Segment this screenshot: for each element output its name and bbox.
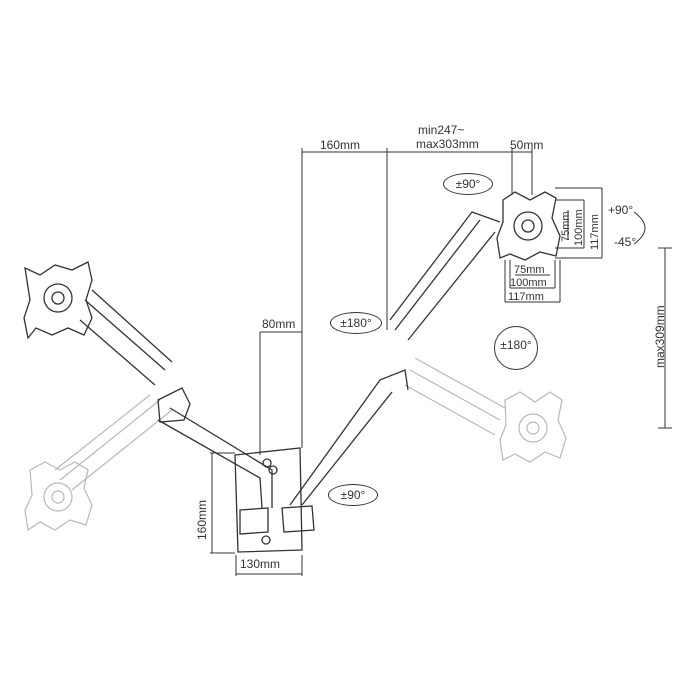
dim-height-adjust: max309mm	[653, 305, 667, 368]
dim-vesa-v-75: 75mm	[560, 211, 572, 242]
dim-reach-outer-max: max303mm	[416, 137, 479, 151]
base-swivel-badge: ±90°	[328, 484, 378, 506]
dim-base-offset: 80mm	[262, 317, 296, 331]
dim-vesa-h-100: 100mm	[510, 277, 547, 289]
dimension-lines	[210, 148, 672, 576]
dim-vesa-h-117: 117mm	[508, 291, 544, 303]
arm-body	[23, 191, 561, 553]
dim-vesa-h-75: 75mm	[514, 264, 545, 276]
dim-base-height: 160mm	[195, 499, 209, 540]
ghost-positions	[24, 357, 567, 532]
tilt-down-label: -45°	[614, 235, 637, 249]
dim-vesa-v-100: 100mm	[573, 209, 585, 246]
dim-base-width: 130mm	[240, 557, 281, 571]
dim-reach-inner: 160mm	[320, 138, 361, 152]
dim-reach-outer-min: min247~	[418, 123, 465, 137]
dim-head-offset: 50mm	[510, 138, 544, 152]
screen-rotation-badge: ±180°	[494, 326, 538, 370]
elbow-swivel-badge: ±180°	[330, 312, 382, 334]
dim-vesa-v-117: 117mm	[589, 214, 601, 250]
tilt-up-label: +90°	[608, 203, 634, 217]
head-swivel-badge: ±90°	[443, 173, 493, 195]
